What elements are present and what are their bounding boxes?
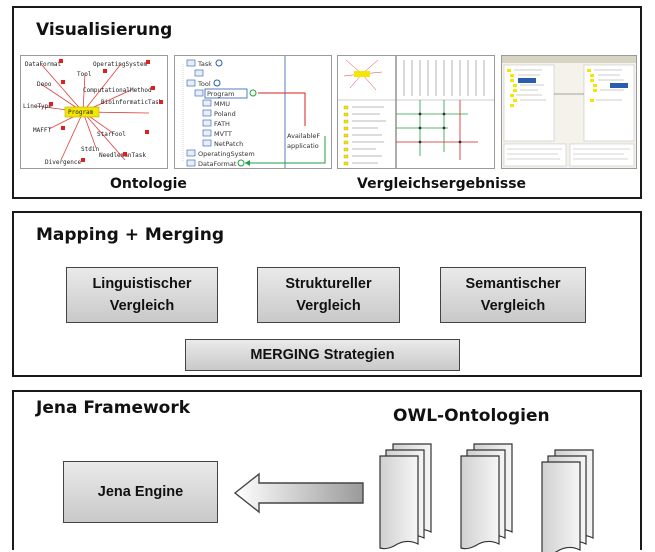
graph-node: MAFFT [33, 127, 51, 134]
graph-node: DataFormat [25, 61, 62, 68]
caption-ontologie: Ontologie [110, 176, 187, 192]
owl-document-stack-icon [460, 443, 513, 550]
visualisierung-panel: Visualisierung Program DataFormat Operat… [12, 6, 642, 199]
jena-engine-label: Jena Engine [97, 484, 184, 500]
tree-side-label: applicatio [287, 142, 319, 150]
owl-ontologies-title: OWL-Ontologien [393, 406, 550, 426]
ontology-graph-thumbnail[interactable]: Program DataFormat OperatingSystem Tool … [20, 55, 168, 169]
comparison-matrix [338, 56, 494, 168]
box-label-line2: Vergleich [296, 298, 361, 314]
tree-item-selected: Program [207, 90, 234, 98]
tree-item: Poland [214, 110, 236, 118]
semantic-comparison-box[interactable]: Semantischer Vergleich [440, 267, 586, 323]
graph-node: StarFool [97, 131, 126, 138]
caption-vergleichsergebnisse: Vergleichsergebnisse [357, 176, 527, 192]
graph-node: ComputationalMethod [83, 87, 152, 94]
graph-node: OperatingSystem [93, 61, 148, 68]
tree-item: FATH [214, 120, 230, 128]
ontology-tree-thumbnail[interactable]: Task Tool Program MMU Poland FATH MVTT N… [174, 55, 332, 169]
graph-node: Dooo [37, 81, 52, 88]
tree-side-label: AvailableF [287, 132, 320, 140]
graph-node: Tool [77, 71, 92, 78]
box-label-line1: Linguistischer [92, 276, 192, 292]
linguistic-comparison-box[interactable]: Linguistischer Vergleich [66, 267, 218, 323]
graph-node: Divergence [45, 159, 82, 166]
tree-item: MVTT [214, 130, 232, 138]
owl-document-stack-icon [379, 443, 432, 550]
box-label-line1: Struktureller [285, 276, 372, 292]
structural-comparison-box[interactable]: Struktureller Vergleich [257, 267, 400, 323]
left-arrow-icon [233, 472, 365, 514]
graph-node: Stdin [81, 146, 99, 153]
tree-item: Task [197, 60, 212, 68]
box-label-line2: Vergleich [109, 298, 175, 314]
tree-item: MMU [214, 100, 230, 108]
tree-item: Tool [197, 80, 211, 88]
ontology-tree: Task Tool Program MMU Poland FATH MVTT N… [182, 56, 326, 168]
owl-document-stack-icon [541, 449, 594, 552]
jena-framework-panel: Jena Framework OWL-Ontologien Jena Engin… [12, 390, 642, 552]
mapping-merging-panel: Mapping + Merging Linguistischer Verglei… [12, 211, 642, 377]
tree-item: DataFormat [198, 160, 237, 168]
graph-node: NeedlemanTask [99, 152, 146, 159]
mapping-merging-title: Mapping + Merging [36, 225, 225, 245]
box-label-line1: Semantischer [465, 276, 561, 292]
jena-framework-title: Jena Framework [36, 398, 191, 418]
application-screenshot [502, 56, 636, 168]
graph-node-center: Program [68, 109, 94, 116]
application-screenshot-thumbnail[interactable] [501, 55, 637, 169]
ontology-graph: Program DataFormat OperatingSystem Tool … [23, 59, 163, 166]
tree-item: OperatingSystem [198, 150, 255, 158]
merging-label: MERGING Strategien [250, 347, 395, 363]
box-label-line2: Vergleich [480, 298, 546, 314]
jena-engine-box[interactable]: Jena Engine [63, 461, 218, 523]
comparison-matrix-thumbnail[interactable] [337, 55, 495, 169]
merging-strategies-box[interactable]: MERGING Strategien [185, 339, 460, 371]
visualisierung-title: Visualisierung [36, 20, 173, 40]
graph-node: BioinformaticTask [101, 99, 163, 106]
tree-item: NetPatch [214, 140, 243, 148]
graph-node: LineType [23, 103, 52, 110]
